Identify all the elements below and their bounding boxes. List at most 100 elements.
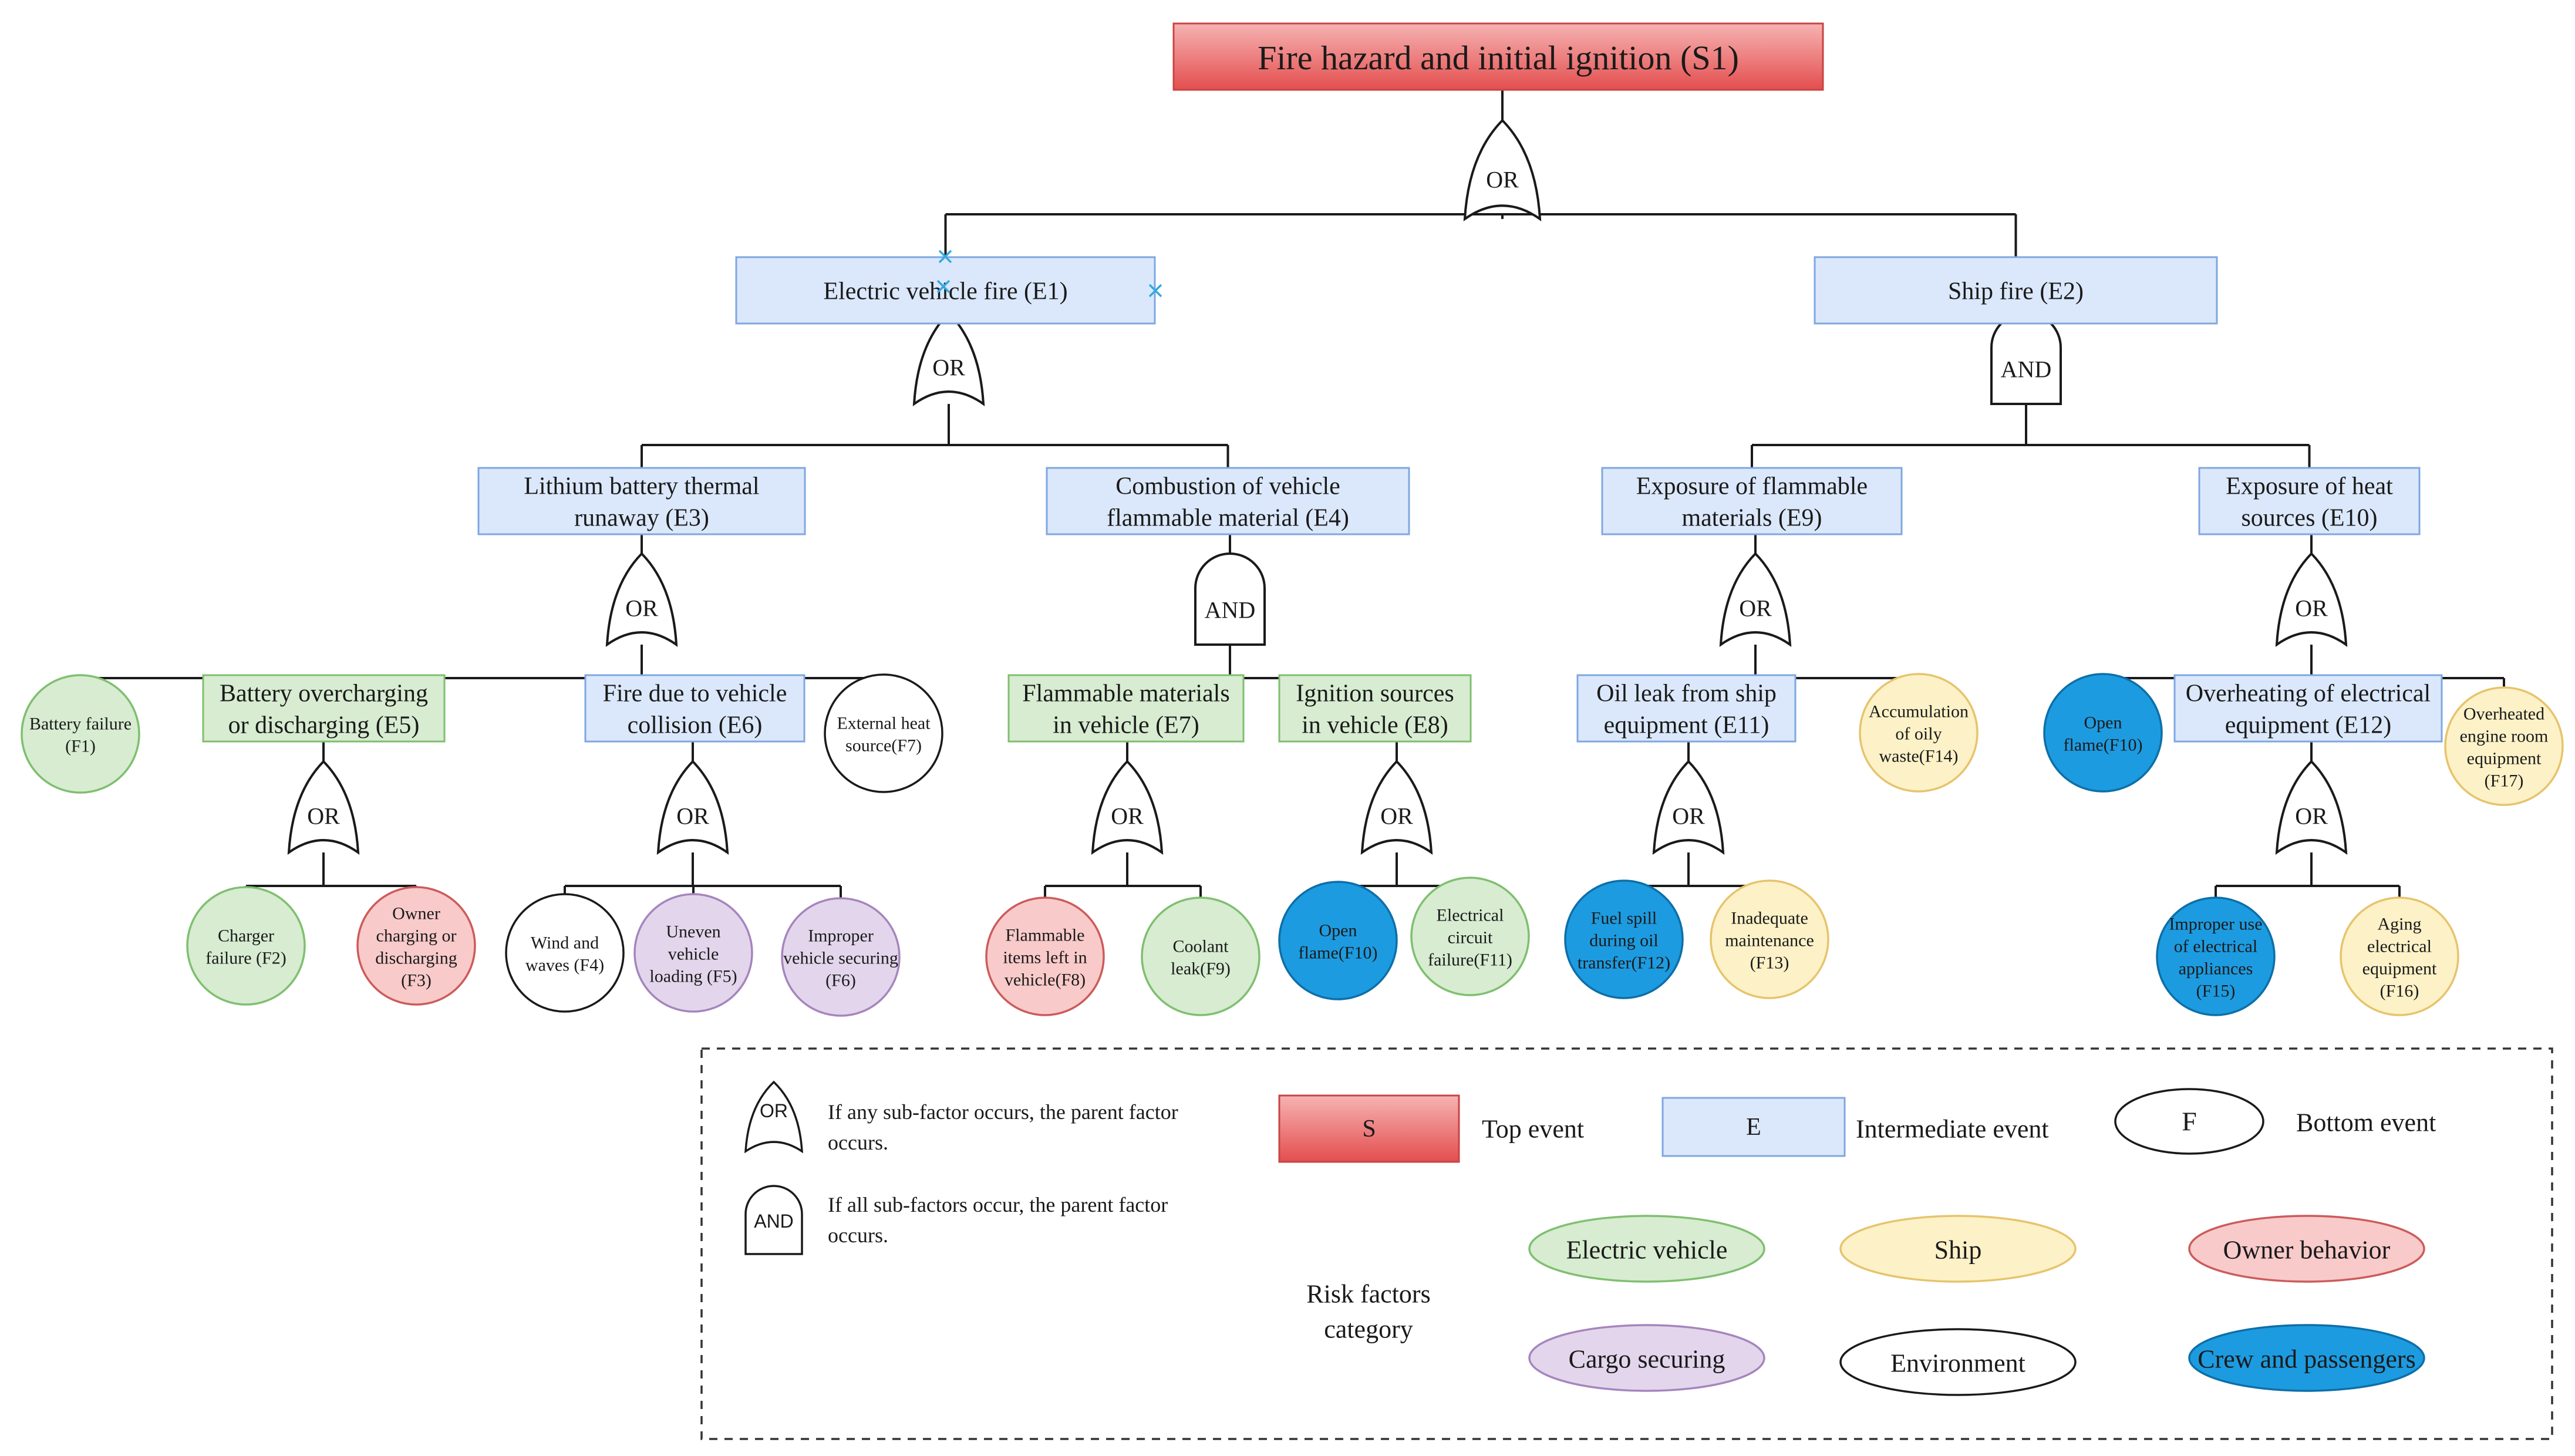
event-label-line-1: Charger: [218, 926, 274, 946]
intermediate-event-legend-label: Intermediate event: [1856, 1115, 2049, 1144]
g-e6-or-gate: OR: [656, 760, 729, 855]
event-label-line-3: transfer(F12): [1578, 953, 1670, 973]
category-swatch: [1839, 1328, 2077, 1396]
event-label-line-2: electrical: [2367, 937, 2432, 956]
gate-shape: [2275, 552, 2348, 648]
top-event-swatch: [1278, 1094, 1460, 1163]
event-label-line-1: Open: [1319, 921, 1357, 941]
event-box: [1576, 674, 1797, 743]
event-nodes: Fire hazard and initial ignition (S1) Ele…: [21, 22, 2564, 1017]
g-e3-or-gate: OR: [605, 552, 678, 648]
gate-label: OR: [1672, 803, 1705, 830]
category-crew: Crew and passengers: [2188, 1324, 2425, 1392]
gate-shape: [656, 760, 729, 855]
event-label-line-1: Lithium battery thermal: [524, 473, 759, 500]
event-circle: [1564, 879, 1684, 999]
gate-label: AND: [2001, 356, 2052, 383]
category-label: Ship: [1934, 1236, 1982, 1265]
category-swatch: [1528, 1324, 1765, 1392]
category-label: Crew and passengers: [2197, 1345, 2415, 1374]
event-circle: [356, 886, 476, 1006]
intermediate-event-e3: Lithium battery thermal runaway (E3): [477, 467, 806, 535]
gate-shape: [912, 311, 985, 407]
event-label-line-2: flammable material (E4): [1107, 505, 1349, 532]
event-box: [1601, 467, 1903, 535]
gate-shape: [1719, 552, 1792, 648]
event-label-line-1: Aging: [2378, 915, 2422, 934]
event-label-line-1: Coolant: [1173, 937, 1229, 956]
event-circle: [985, 896, 1105, 1016]
event-circle: [781, 897, 901, 1017]
category-label: Cargo securing: [1569, 1345, 1725, 1374]
event-label-line-2: or discharging (E5): [228, 712, 420, 739]
intermediate-event-swatch: [1661, 1097, 1846, 1157]
event-box: [477, 467, 806, 535]
event-circle: [2043, 673, 2163, 793]
category-label: Environment: [1890, 1349, 2025, 1378]
event-circle: [633, 893, 753, 1013]
event-circle: [2444, 686, 2564, 806]
event-label-line-3: appliances: [2179, 959, 2253, 979]
event-label-line-1: Improper use: [2169, 915, 2262, 934]
category-environment: Environment: [1839, 1328, 2077, 1396]
g-e2-and-gate: AND: [1990, 312, 2062, 405]
top-event-s1: Fire hazard and initial ignition (S1): [1172, 22, 1824, 91]
event-label-line-1: Flammable materials: [1022, 680, 1229, 707]
bottom-event-f1: Battery failure(F1): [21, 674, 140, 794]
gate-label: OR: [2295, 595, 2328, 622]
top-event-legend-label: Top event: [1482, 1115, 1584, 1144]
category-electric-vehicle: Electric vehicle: [1528, 1215, 1765, 1283]
event-label-line-2: flame(F10): [2064, 736, 2143, 755]
legend-frame: [700, 1047, 2553, 1440]
gate-label: OR: [1486, 166, 1519, 193]
event-label-line-2: runaway (E3): [574, 505, 709, 532]
event-circle: [1410, 877, 1530, 996]
or-gate-description-line-2: occurs.: [828, 1131, 888, 1154]
selection-marker-icon[interactable]: [1148, 284, 1162, 298]
event-label-line-2: equipment (E11): [1604, 712, 1770, 739]
event-label-line-1: Fuel spill: [1591, 909, 1657, 928]
event-label-line-3: (F13): [1750, 953, 1789, 973]
and-gate-description-line-1: If all sub-factors occur, the parent fac…: [828, 1193, 1168, 1216]
event-box: [584, 674, 805, 743]
event-label-line-1: Owner: [392, 904, 440, 924]
event-label-line-1: Exposure of heat: [2226, 473, 2393, 500]
event-label-line-2: sources (E10): [2241, 505, 2377, 532]
intermediate-event-e10: Exposure of heat sources (E10): [2198, 467, 2421, 535]
event-label-line-1: Accumulation: [1869, 702, 1969, 722]
event-label-line-4: (F3): [401, 971, 432, 990]
intermediate-event-symbol: E: [1746, 1114, 1761, 1141]
event-label-line-1: Wind and: [531, 933, 599, 953]
event-label-line-1: Electrical: [1437, 906, 1504, 925]
event-circle: [1141, 896, 1260, 1016]
event-circle: [1859, 673, 1979, 793]
event-label-line-2: of electrical: [2174, 937, 2257, 956]
event-label-line-2: of oily: [1895, 724, 1942, 744]
category-label: Owner behavior: [2223, 1236, 2391, 1265]
event-circle: [1278, 881, 1398, 1000]
event-label-line-1: Inadequate: [1731, 909, 1808, 928]
event-label-line-4: (F17): [2485, 771, 2524, 791]
event-label-line-1: Uneven: [666, 922, 720, 942]
selection-marker-icon[interactable]: [936, 279, 951, 294]
g-e8-or-gate: OR: [1360, 760, 1433, 855]
event-label-line-2: flame(F10): [1299, 943, 1378, 963]
category-swatch: [2188, 1215, 2425, 1283]
intermediate-event-e1: Electric vehicle fire (E1): [735, 256, 1156, 325]
gate-shape: [1652, 760, 1725, 855]
gate-label: AND: [1205, 597, 1256, 623]
event-circle: [186, 886, 306, 1006]
gate-label: OR: [1111, 803, 1144, 830]
gate-label: OR: [1380, 803, 1413, 830]
selection-marker-icon[interactable]: [938, 250, 952, 264]
